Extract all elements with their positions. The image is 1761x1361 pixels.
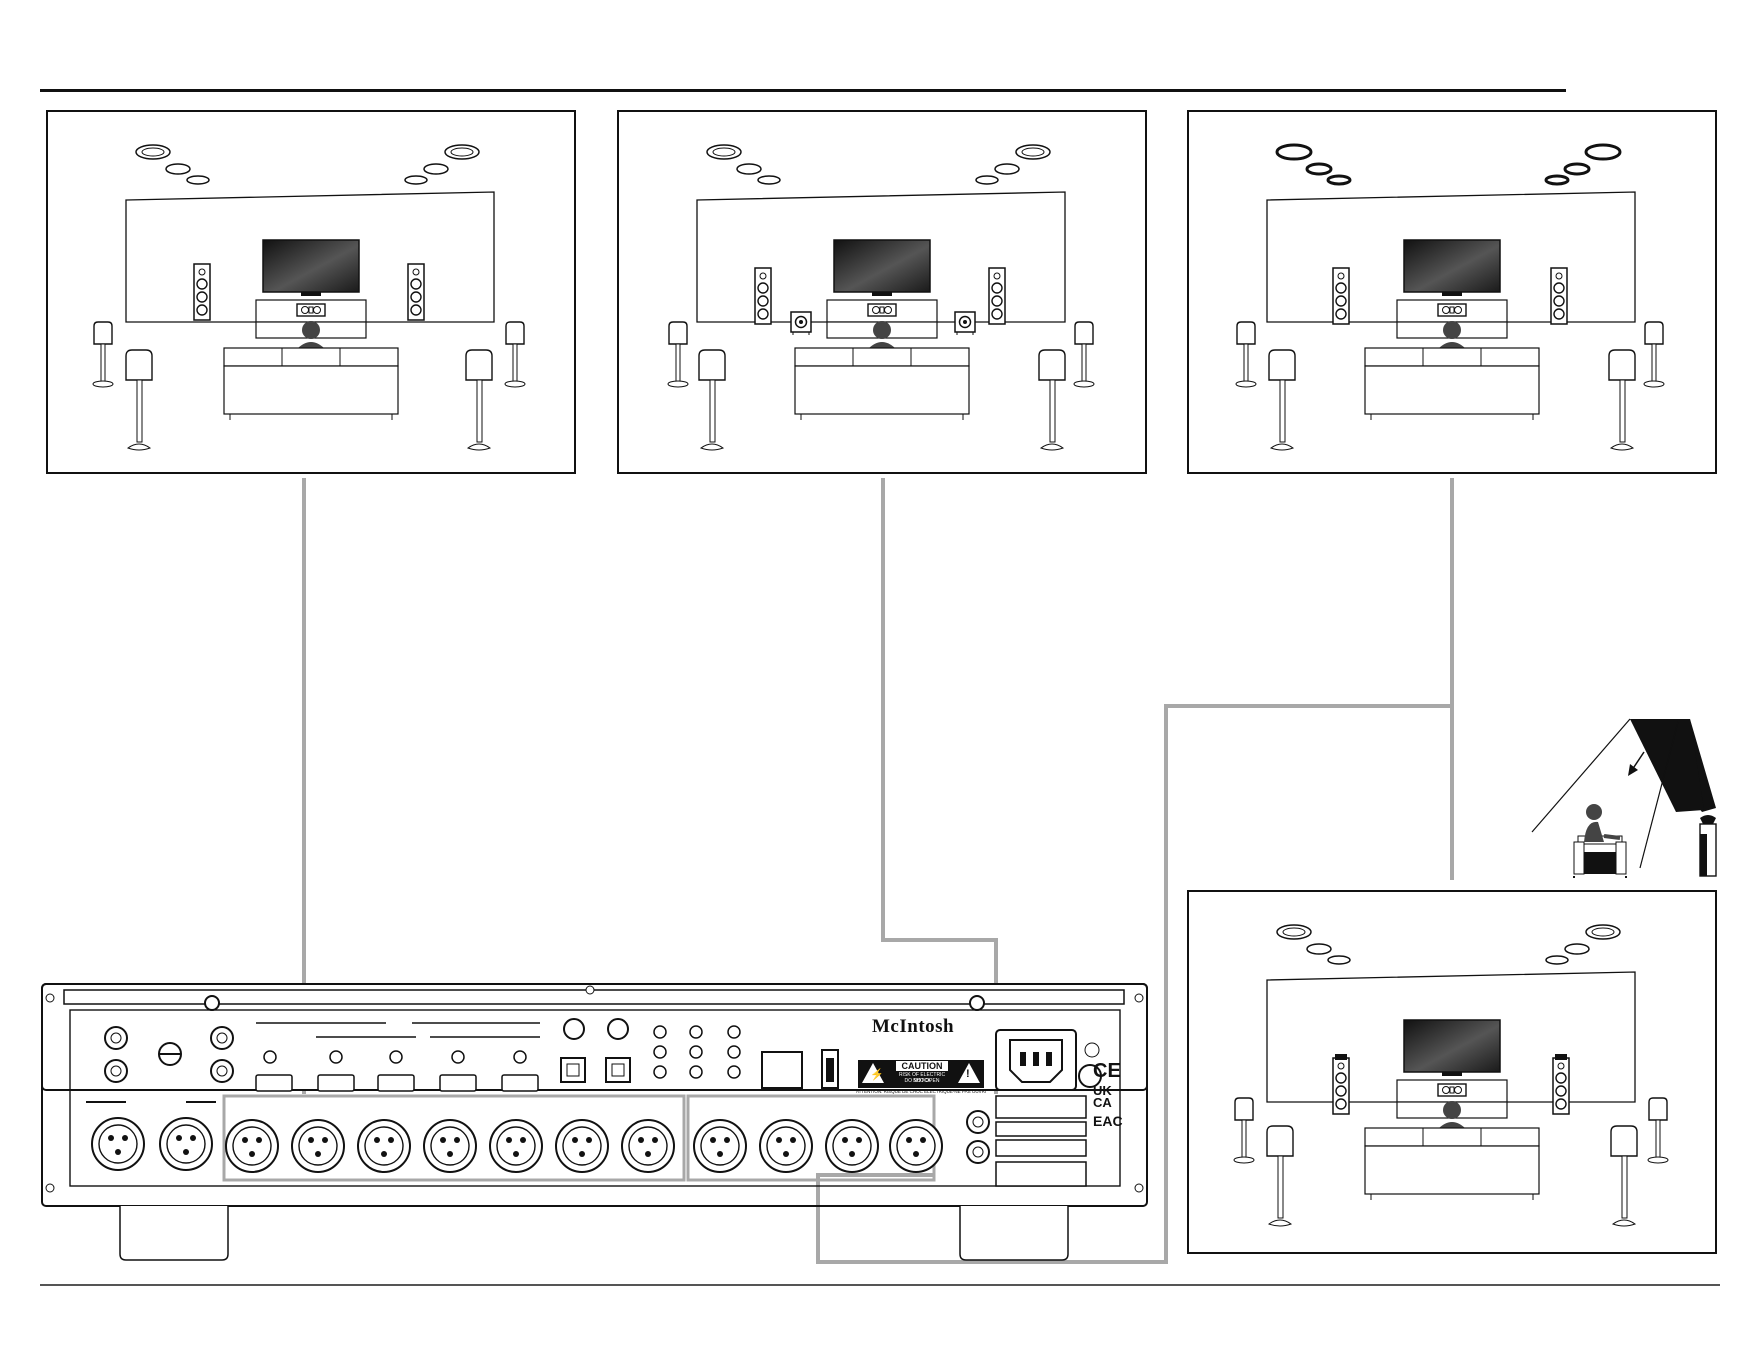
caution-attention-text: ATTENTION: RISQUE DE CHOC ELECTRIQUE-NE … [856,1089,986,1094]
ukca-mark: UK CA [1093,1085,1115,1109]
warning-exclamation-icon: ! [958,1063,980,1083]
eac-mark: EAC [1093,1113,1123,1129]
ce-mark: CE [1093,1060,1121,1083]
brand-logo: McIntosh [872,1016,954,1038]
processor-rear-panel [42,984,1147,1260]
caution-label: ⚡ CAUTION RISK OF ELECTRIC SHOCK DO NOT … [858,1060,984,1088]
warning-shock-icon: ⚡ [862,1063,884,1083]
caution-title: CAUTION [896,1061,948,1071]
reflection-illustration [1532,719,1716,878]
caution-line-2: DO NOT OPEN [892,1078,952,1084]
